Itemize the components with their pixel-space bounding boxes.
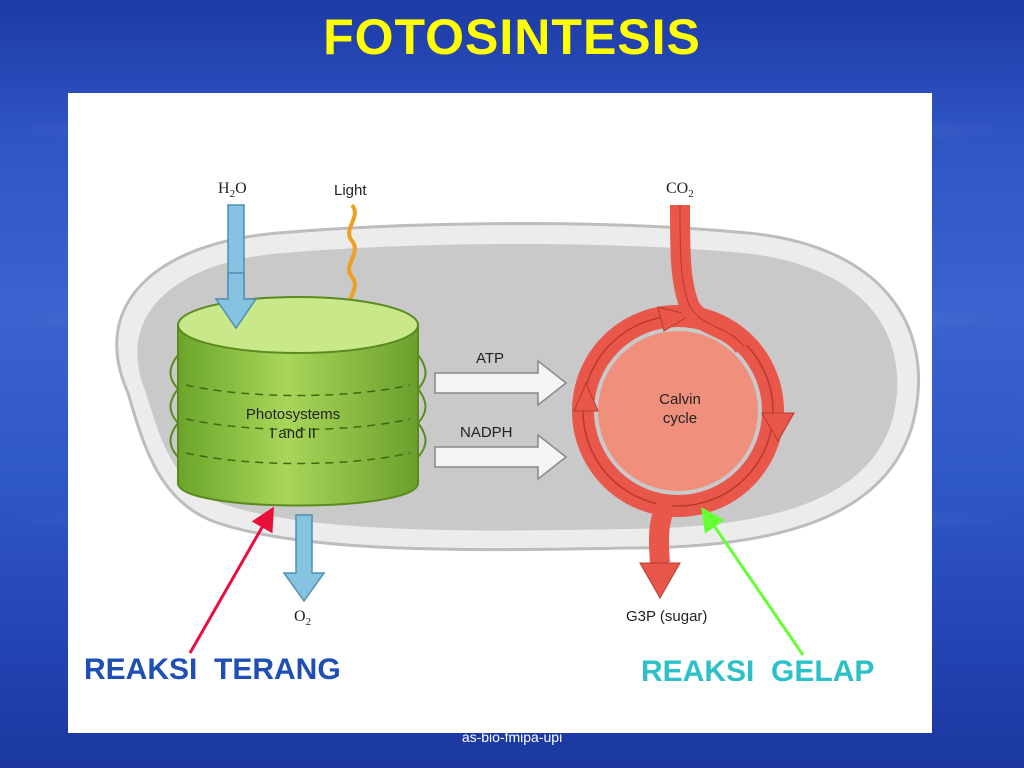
calvin-label-line1: Calvin	[659, 391, 701, 408]
photosystems-cylinder	[169, 296, 427, 507]
photosystems-label-line2: I and II	[270, 425, 316, 442]
light-reaction-label: REAKSI TERANG	[84, 653, 341, 686]
light-label: Light	[334, 182, 367, 199]
sugar-arrowhead	[639, 562, 681, 600]
photosystems-label-line1: Photosystems	[246, 406, 340, 423]
atp-label: ATP	[476, 350, 504, 367]
pointer-red	[188, 506, 274, 654]
slide-title: FOTOSINTESIS	[323, 9, 701, 65]
water-arrow-tip	[214, 272, 258, 330]
slide-footer: as-bio-fmipa-upi	[461, 729, 563, 745]
sugar-label: G3P (sugar)	[626, 608, 707, 625]
atp-arrow	[434, 359, 568, 407]
nadph-arrow	[434, 433, 568, 481]
co2-label: CO2	[666, 180, 694, 200]
oxygen-arrow	[282, 514, 326, 603]
photosynthesis-diagram: H2O Light CO2 O2 G3P (sugar) Photosystem…	[115, 180, 921, 656]
dark-reaction-label: REAKSI GELAP	[641, 655, 875, 688]
oxygen-label: O2	[294, 608, 311, 628]
water-label: H2O	[218, 180, 247, 200]
pointer-green	[701, 507, 805, 656]
sugar-arrow	[649, 497, 677, 564]
calvin-label-line2: cycle	[663, 410, 697, 427]
nadph-label: NADPH	[460, 424, 513, 441]
calvin-cycle	[572, 305, 795, 517]
diagram-panel: H2O Light CO2 O2 G3P (sugar) Photosystem…	[68, 93, 932, 733]
co2-arrow-outline	[679, 204, 745, 348]
